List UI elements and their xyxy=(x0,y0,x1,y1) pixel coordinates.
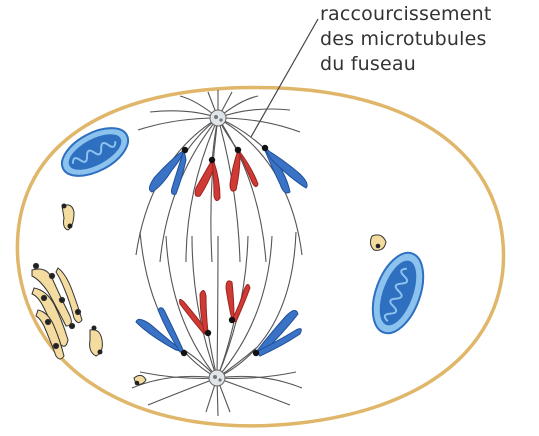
annotation-label-line-1: raccourcissement xyxy=(320,2,492,26)
lower-centrosome xyxy=(209,370,225,386)
annotation-label-line-2: des microtubules xyxy=(320,27,487,51)
annotation-label-line-3: du fuseau xyxy=(320,52,416,76)
upper-centrosome xyxy=(210,110,226,126)
vesicle-right xyxy=(370,235,386,250)
